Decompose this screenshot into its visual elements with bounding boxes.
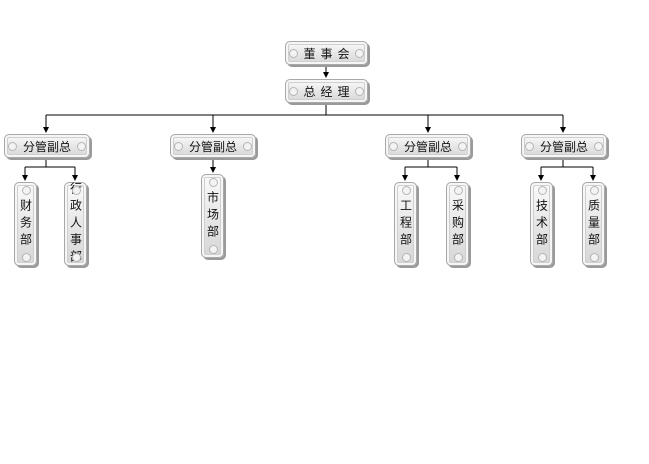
node-dept-purchasing: 采购部 [446, 182, 469, 266]
node-dept-quality: 质量部 [582, 182, 605, 266]
node-dept-market-label: 市场部 [205, 190, 220, 242]
node-dept-engineering: 工程部 [394, 182, 417, 266]
node-general-manager: 总经理 [285, 79, 368, 103]
node-general-manager-label: 总经理 [303, 84, 355, 99]
node-board-label: 董事会 [303, 46, 355, 61]
node-vp-4-label: 分管副总 [539, 139, 588, 154]
node-vp-1: 分管副总 [4, 134, 90, 158]
node-vp-2-label: 分管副总 [188, 139, 237, 154]
node-board: 董事会 [285, 41, 368, 65]
node-dept-admin-hr-label: 行政人事部 [68, 181, 83, 267]
node-dept-engineering-label: 工程部 [398, 198, 413, 250]
node-dept-finance: 财务部 [14, 182, 37, 266]
node-vp-3-label: 分管副总 [403, 139, 452, 154]
node-vp-4: 分管副总 [521, 134, 607, 158]
node-dept-technology: 技术部 [530, 182, 553, 266]
node-vp-2: 分管副总 [170, 134, 256, 158]
node-vp-3: 分管副总 [385, 134, 471, 158]
node-dept-purchasing-label: 采购部 [450, 198, 465, 250]
node-dept-market: 市场部 [201, 174, 224, 258]
node-dept-finance-label: 财务部 [18, 198, 33, 250]
node-vp-1-label: 分管副总 [22, 139, 71, 154]
node-dept-admin-hr: 行政人事部 [64, 181, 87, 267]
node-dept-quality-label: 质量部 [586, 198, 601, 250]
node-dept-technology-label: 技术部 [534, 198, 549, 250]
